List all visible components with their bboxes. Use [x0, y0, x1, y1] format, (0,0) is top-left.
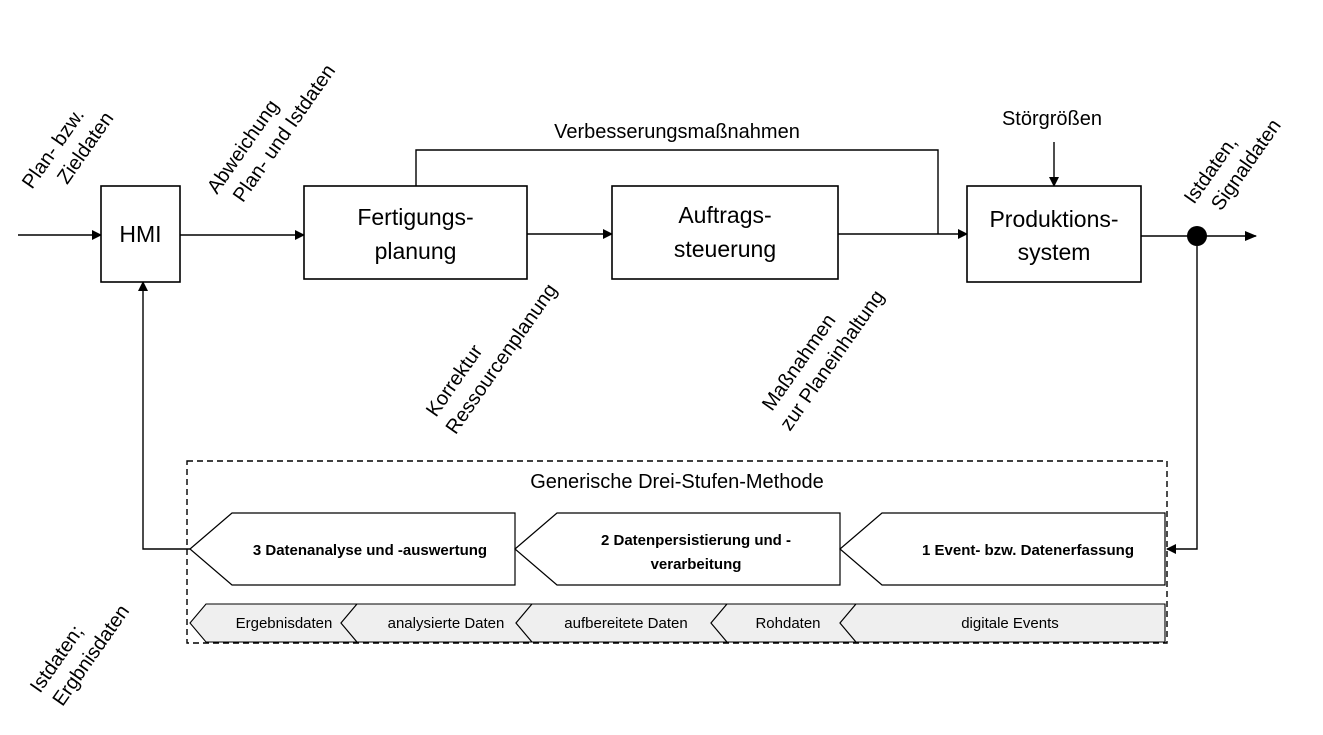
auftragssteuerung-label-1: Auftrags-: [678, 202, 771, 228]
stage-2-label-1: 2 Datenpersistierung und -: [601, 532, 791, 549]
hmi-box: [100, 185, 181, 283]
stage-2-label-2: verarbeitung: [651, 556, 742, 573]
dataflow-rohdaten-label: Rohdaten: [755, 615, 820, 632]
stage-3-label: 3 Datenanalyse und -auswertung: [253, 542, 487, 559]
fertigungsplanung-label-1: Fertigungs-: [357, 204, 473, 230]
dataflow-ergebnisdaten-label: Ergebnisdaten: [236, 615, 333, 632]
hmi-label: HMI: [119, 221, 161, 247]
dataflow-aufbereitete-daten-label: aufbereitete Daten: [564, 615, 687, 632]
produktionssystem-label-1: Produktions-: [989, 206, 1118, 232]
fertigungsplanung-box: [303, 185, 528, 280]
stoergroessen-label: Störgrößen: [1002, 108, 1102, 130]
verbesserungsmassnahmen-label: Verbesserungsmaßnahmen: [554, 121, 800, 143]
method-title: Generische Drei-Stufen-Methode: [530, 471, 823, 493]
feedback-to-method-arrow: [1166, 246, 1198, 554]
dataflow-digitale-events: [839, 603, 1166, 643]
auftragssteuerung-label-2: steuerung: [674, 236, 776, 262]
stage-1-chevron: [839, 512, 1166, 586]
branch-point: [1187, 226, 1207, 246]
stage-2-chevron: [514, 512, 841, 586]
produktionssystem-label-2: system: [1018, 239, 1091, 265]
dataflow-digitale-events-label: digitale Events: [961, 615, 1059, 632]
verbesserung-feedforward-line: [415, 149, 939, 234]
dataflow-analysierte-daten-label: analysierte Daten: [388, 615, 505, 632]
method-frame: [186, 460, 1168, 644]
stage-1-label: 1 Event- bzw. Datenerfassung: [922, 542, 1134, 559]
method-to-hmi-arrow: [138, 281, 190, 550]
produktionssystem-box: [966, 185, 1142, 283]
fertigungsplanung-label-2: planung: [375, 238, 457, 264]
auftragssteuerung-box: [611, 185, 839, 280]
